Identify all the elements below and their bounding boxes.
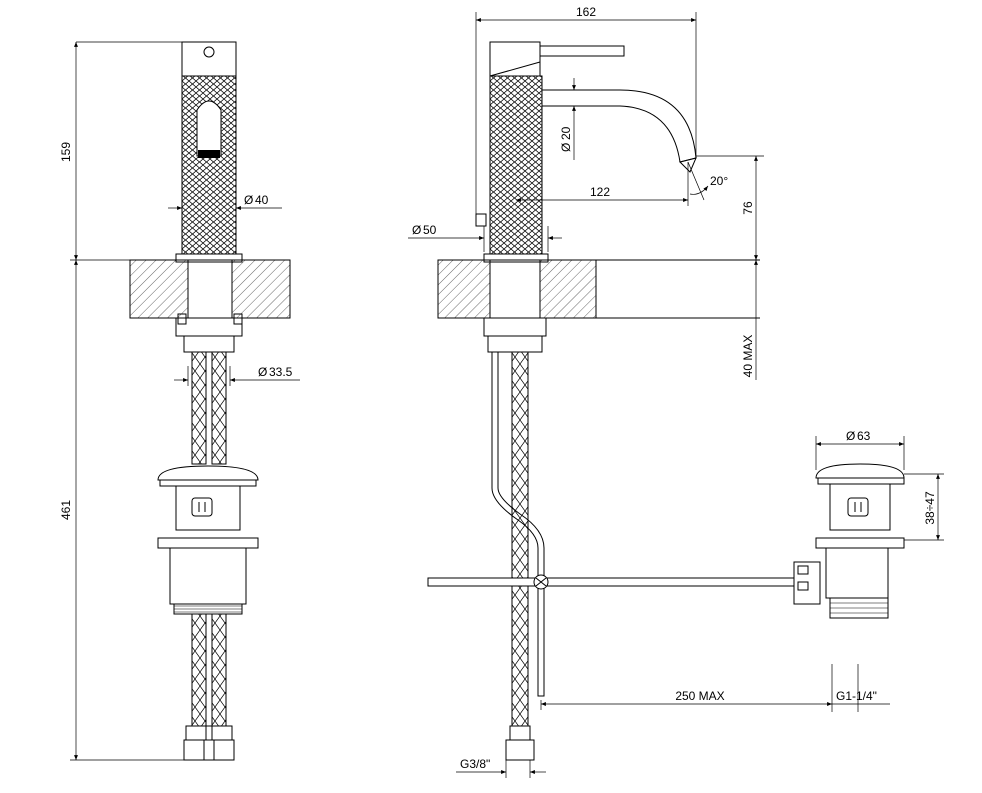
dim-waste-diameter-symbol: Ø (846, 429, 855, 443)
side-deck-left (437, 259, 491, 319)
lever-head (489, 41, 541, 77)
dim-spout-diameter: 20 (559, 126, 573, 140)
dim-rod-250-max: 250 MAX (675, 689, 724, 703)
dim-length-162: 162 (576, 5, 596, 19)
hose-left-lower (191, 613, 207, 727)
side-lock-nut (483, 317, 547, 337)
dim-height-159: 159 (59, 142, 73, 162)
side-deck-right (539, 259, 597, 319)
waste-body (175, 485, 241, 531)
dim-diameter-33-symbol: Ø (258, 365, 267, 379)
dim-inlet-thread: G3/8" (460, 757, 490, 771)
dim-height-76: 76 (741, 201, 755, 215)
side-hose-fitting (505, 739, 535, 761)
dim-waste-diameter: 63 (857, 429, 871, 443)
dim-height-461: 461 (59, 500, 73, 520)
waste-cap (157, 465, 259, 481)
side-waste-body (825, 547, 889, 599)
dim-diameter-40: 40 (255, 193, 269, 207)
deck-right (231, 259, 291, 319)
washer (183, 335, 235, 353)
dim-diameter-40-symbol: Ø (244, 193, 253, 207)
side-hose (511, 351, 529, 727)
side-waste-cap (815, 463, 905, 479)
dim-waste-height: 38÷47 (923, 491, 937, 525)
side-waste-flange (815, 537, 905, 549)
lever-pivot (203, 46, 215, 58)
pop-up-rod (491, 352, 545, 697)
hose-right-lower (211, 613, 227, 727)
lever-handle (539, 45, 625, 57)
spout-slot (196, 100, 222, 157)
side-base (483, 253, 549, 263)
side-view: 162 Ø 20 122 20° 76 40 MAX Ø 50 Ø 63 (408, 5, 944, 778)
aerator (198, 150, 220, 158)
dim-diameter-33-5: 33.5 (269, 365, 293, 379)
pull-rod (427, 577, 795, 587)
side-knurled-body (489, 75, 543, 255)
hose-fitting-right (203, 739, 235, 761)
dim-base-diameter: 50 (423, 223, 437, 237)
dim-deck-40-max: 40 MAX (741, 335, 755, 378)
dim-spout-diameter-symbol: Ø (559, 143, 573, 152)
dim-base-diameter-symbol: Ø (412, 223, 421, 237)
base-collar (175, 253, 243, 263)
dim-reach-122: 122 (590, 185, 610, 199)
waste-tail (169, 547, 247, 605)
shank-in-deck (187, 259, 233, 319)
dim-angle-20: 20° (710, 174, 728, 188)
deck-left (129, 259, 189, 319)
dim-waste-thread: G1-1/4" (836, 689, 877, 703)
hose-right-upper (211, 351, 227, 465)
hose-left-upper (191, 351, 207, 465)
waste-flange (157, 537, 259, 549)
front-view: 159 461 Ø 40 Ø 33.5 (59, 41, 300, 761)
hose-fitting-left (183, 739, 215, 761)
